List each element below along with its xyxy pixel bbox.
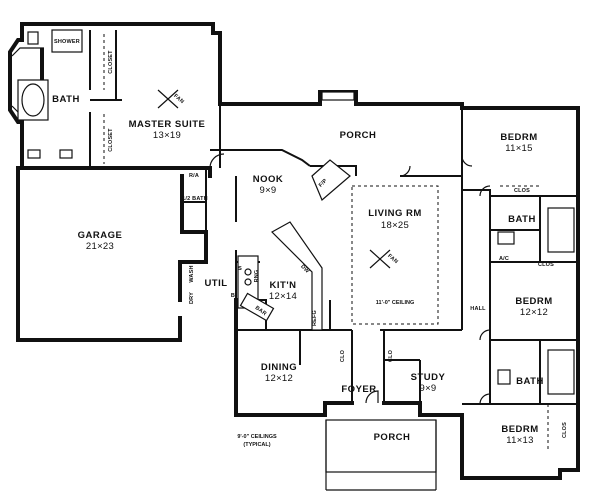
clos-label-3: CLOS (562, 422, 568, 438)
living-label: LIVING RM (368, 208, 422, 219)
half-bath-label: 1/2 BATH (182, 196, 208, 202)
rng-label: RNG (254, 270, 260, 283)
dw-label: DW (299, 264, 310, 275)
closet-bottom-label: CLOSET (108, 128, 114, 152)
living-size: 18×25 (381, 220, 409, 231)
bedrm-2-size: 12×12 (520, 307, 548, 318)
porch-rear-label: PORCH (340, 130, 377, 141)
fixtures (17, 29, 575, 491)
closet-top-label: CLOSET (108, 50, 114, 74)
ceilings-note-line2: (TYPICAL) (243, 442, 270, 448)
bedrm-1-size: 11×15 (505, 143, 532, 154)
ceiling-fan-living (369, 249, 391, 269)
study-label: STUDY (411, 372, 446, 383)
shower-stall (51, 29, 83, 53)
util-label: UTIL (204, 278, 227, 289)
hall-label: HALL (470, 306, 486, 312)
bath-2-label: BATH (508, 214, 536, 225)
door-swings (209, 153, 491, 405)
foyer-label: FOYER (341, 384, 376, 395)
notes: 11'-0" CEILING 9'-0" CEILINGS (TYPICAL) (237, 300, 414, 448)
wash-label: WASH (189, 265, 195, 282)
b-label: B (231, 293, 235, 299)
fan-label-living: FAN (386, 253, 399, 265)
porch-front-label: PORCH (374, 432, 411, 443)
ceilings-note-line1: 9'-0" CEILINGS (237, 434, 277, 440)
shower-label: SHOWER (54, 39, 80, 45)
s-label: S (238, 266, 242, 272)
dining-label: DINING (261, 362, 297, 373)
master-bath-label: BATH (52, 94, 80, 105)
bedrm-2-label: BEDRM (515, 296, 552, 307)
ac-label: A/C (499, 256, 509, 262)
room-labels: MASTER SUITE 13×19 BATH SHOWER CLOSET CL… (52, 39, 552, 446)
living-ceiling-note: 11'-0" CEILING (376, 300, 414, 306)
living-ceiling-outline (351, 185, 439, 325)
refg-label: REFG (312, 310, 318, 326)
kitchen-size: 12×14 (269, 291, 297, 302)
bedrm-1-label: BEDRM (500, 132, 537, 143)
fp-label: F/P (318, 178, 329, 189)
bedrm-3-label: BEDRM (501, 424, 538, 435)
bath-3-label: BATH (516, 376, 544, 387)
fan-label-master: FAN (172, 93, 185, 105)
fireplace (311, 159, 351, 201)
master-suite-label: MASTER SUITE (129, 119, 206, 130)
bedrm-3-size: 11×13 (506, 435, 533, 446)
nook-size: 9×9 (259, 185, 276, 196)
garage-label: GARAGE (78, 230, 123, 241)
nook-label: NOOK (253, 174, 284, 185)
dry-label: DRY (189, 292, 195, 304)
ceiling-fan-master (157, 89, 179, 109)
rear-step (321, 91, 355, 101)
master-suite-size: 13×19 (153, 130, 181, 141)
garage-size: 21×23 (86, 241, 114, 252)
clo-label-1: CLO (340, 349, 346, 362)
ra-label: R/A (189, 173, 199, 179)
dining-size: 12×12 (265, 373, 293, 384)
study-size: 9×9 (419, 383, 436, 394)
interior-walls (89, 30, 578, 405)
clos-label-1: CLOS (514, 188, 530, 194)
front-porch (325, 419, 437, 473)
clo-label-2: CLO (388, 349, 394, 362)
kitchen-label: KIT'N (270, 280, 297, 291)
clos-label-2: CLOS (538, 262, 554, 268)
kitchen-island (271, 221, 323, 331)
